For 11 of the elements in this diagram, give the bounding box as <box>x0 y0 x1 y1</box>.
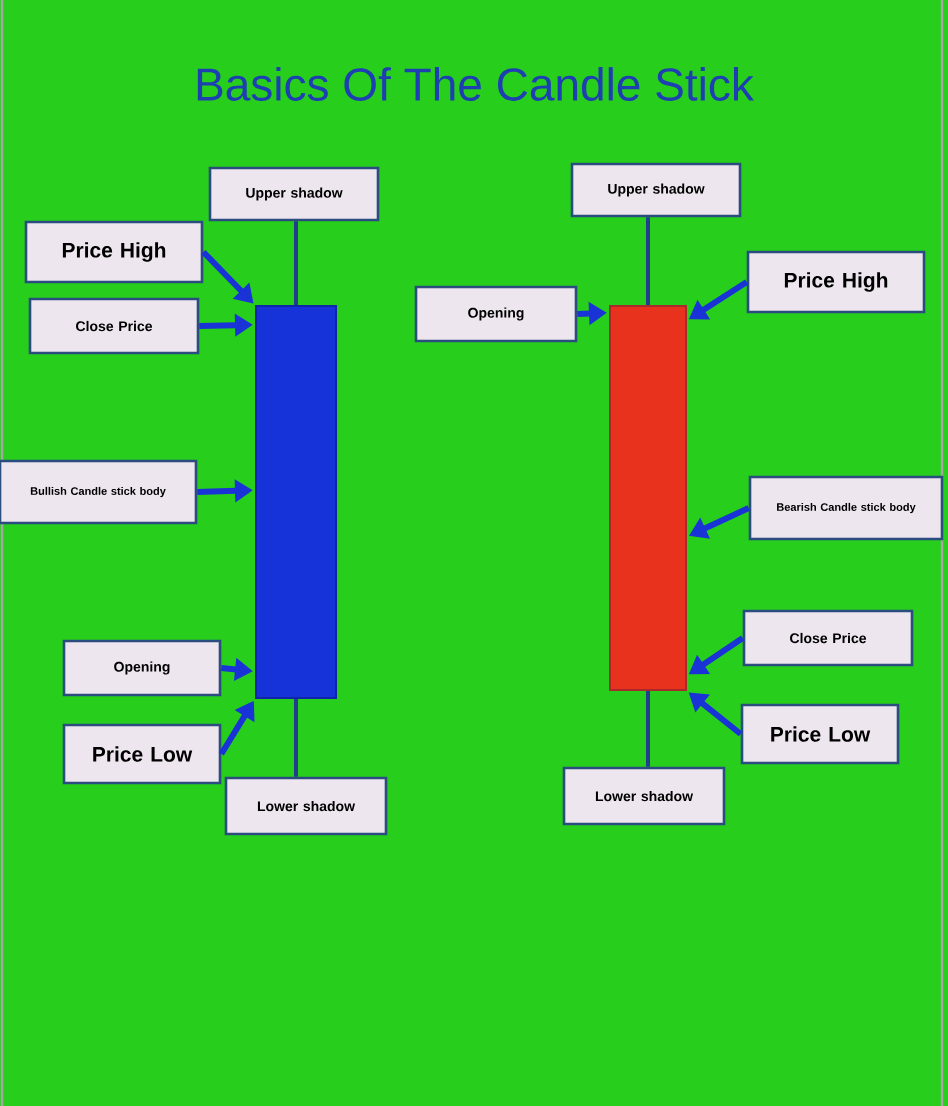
label-box: Price High <box>24 220 204 284</box>
candle-body <box>609 305 687 691</box>
label-box: Price Low <box>740 703 900 765</box>
title: Basics Of The Candle Stick <box>197 67 754 101</box>
shadow-line <box>646 217 650 305</box>
candle-body <box>255 305 337 699</box>
shadow-line <box>646 691 650 767</box>
label-box: Price Low <box>62 723 222 785</box>
shadow-line <box>294 699 298 777</box>
label-box: Price High <box>746 250 926 314</box>
shadow-line <box>294 221 298 305</box>
